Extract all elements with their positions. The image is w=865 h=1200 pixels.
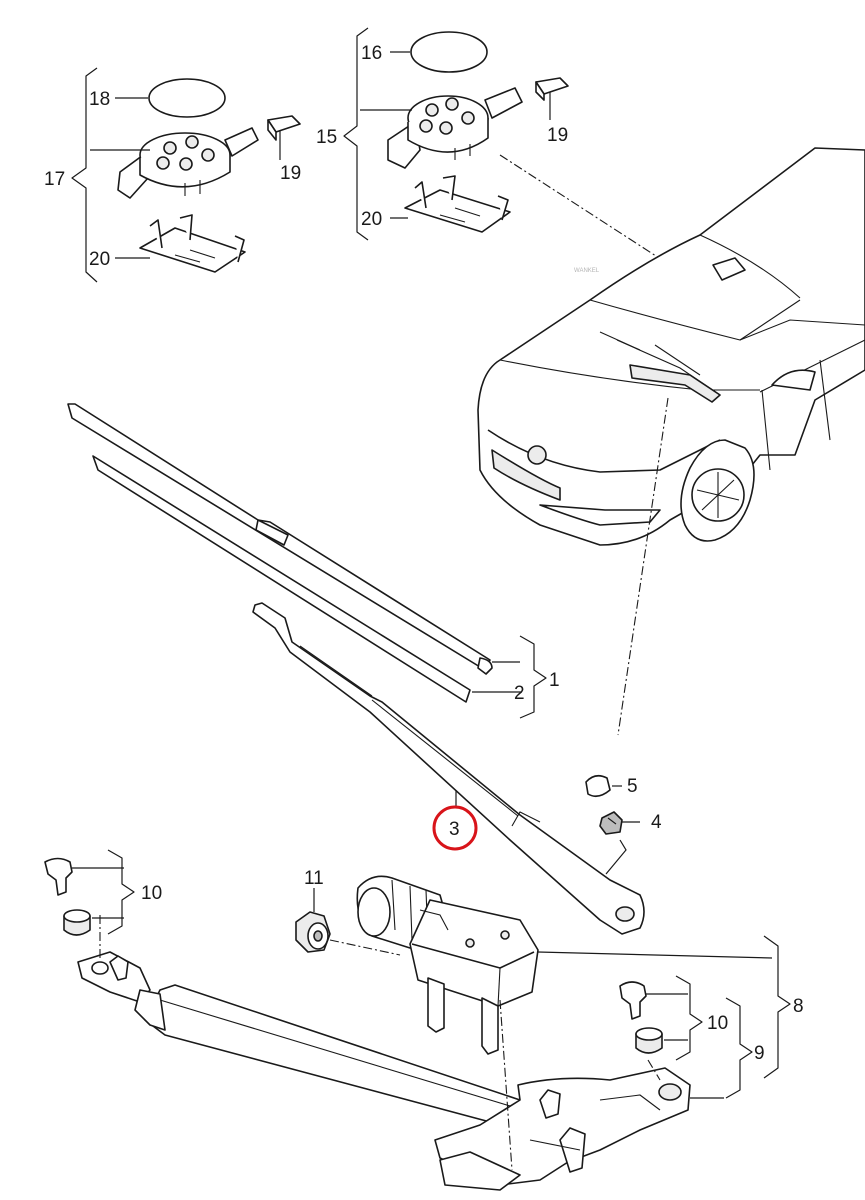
callout-10-left: 10 xyxy=(141,883,162,904)
bracket-part-20-left xyxy=(139,214,246,273)
leader-car-to-arm xyxy=(617,397,669,736)
rubber-mount-part-11 xyxy=(295,911,331,953)
callout-20-left: 20 xyxy=(89,249,110,270)
rain-sensor-part-17 xyxy=(117,127,259,199)
rain-sensor-assembly-left xyxy=(71,67,301,283)
highlight-circle-part-3 xyxy=(432,805,478,851)
grommet-part-10-right xyxy=(635,1027,663,1054)
leader-11-dash xyxy=(329,939,401,956)
nut-part-4 xyxy=(599,811,623,835)
wiper-blade-part-1 xyxy=(67,403,493,675)
callout-5: 5 xyxy=(627,776,638,797)
leader-arm-nut xyxy=(605,839,627,875)
leader-8-top xyxy=(537,951,773,959)
motor-to-linkage-dash xyxy=(499,999,513,1171)
connector-part-19-left xyxy=(267,115,301,141)
cap-part-5 xyxy=(585,774,611,798)
brace-10-right xyxy=(675,975,703,1061)
seal-ring-part-16 xyxy=(410,31,488,73)
callout-17: 17 xyxy=(44,169,65,190)
callout-1: 1 xyxy=(549,670,560,691)
brace-8 xyxy=(763,935,791,1079)
rain-sensor-part-15 xyxy=(387,87,523,169)
callout-10-right: 10 xyxy=(707,1013,728,1034)
wiper-motor-part-8 xyxy=(356,875,539,1055)
wiper-arm-part-3 xyxy=(252,602,645,935)
wiper-blade-rubber-part-2 xyxy=(92,455,471,703)
callout-11: 11 xyxy=(304,868,324,889)
callout-4: 4 xyxy=(651,812,662,833)
brace-9 xyxy=(725,997,753,1099)
wiper-linkage-part-9 xyxy=(77,951,691,1191)
brace-1 xyxy=(519,635,547,719)
callout-3: 3 xyxy=(449,819,460,840)
grommet-right-dash xyxy=(647,1059,661,1081)
callout-19-right: 19 xyxy=(547,125,568,146)
car-illustration: WANKEL xyxy=(477,147,865,546)
connector-part-19-right xyxy=(535,77,569,101)
callout-2: 2 xyxy=(514,683,525,704)
callout-16: 16 xyxy=(361,43,382,64)
bracket-part-20-right xyxy=(404,175,511,233)
brace-10-left xyxy=(107,849,135,935)
clip-part-10-right xyxy=(619,981,647,1020)
svg-text:WANKEL: WANKEL xyxy=(574,268,600,274)
clip-part-10-left xyxy=(44,857,73,896)
callout-8: 8 xyxy=(793,996,804,1017)
callout-9: 9 xyxy=(754,1043,765,1064)
callout-19-left: 19 xyxy=(280,163,301,184)
callout-20-right: 20 xyxy=(361,209,382,230)
grommet-part-10-left xyxy=(63,909,91,936)
callout-15: 15 xyxy=(316,127,337,148)
callout-18: 18 xyxy=(89,89,110,110)
seal-ring-part-18 xyxy=(148,78,226,118)
rain-sensor-assembly-right xyxy=(343,27,691,279)
